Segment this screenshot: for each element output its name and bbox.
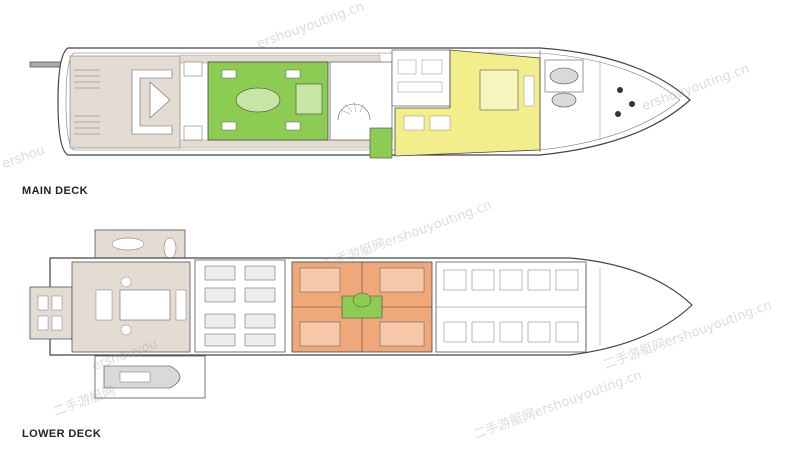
swim-platform: [29, 286, 73, 340]
main-deck-lobby: [329, 61, 393, 141]
aft-table: [149, 81, 171, 119]
lower-deck-label: LOWER DECK: [22, 428, 102, 440]
guest-cabin-4: [379, 321, 425, 347]
guest-cabin-1: [299, 267, 341, 293]
lower-deck-plan: [29, 229, 693, 399]
main-deck-label: MAIN DECK: [22, 185, 88, 197]
guest-cabin-2: [379, 267, 425, 293]
main-deck-plan: [29, 47, 691, 159]
guest-cabin-3: [299, 321, 341, 347]
main-deck-galley: [391, 49, 451, 107]
